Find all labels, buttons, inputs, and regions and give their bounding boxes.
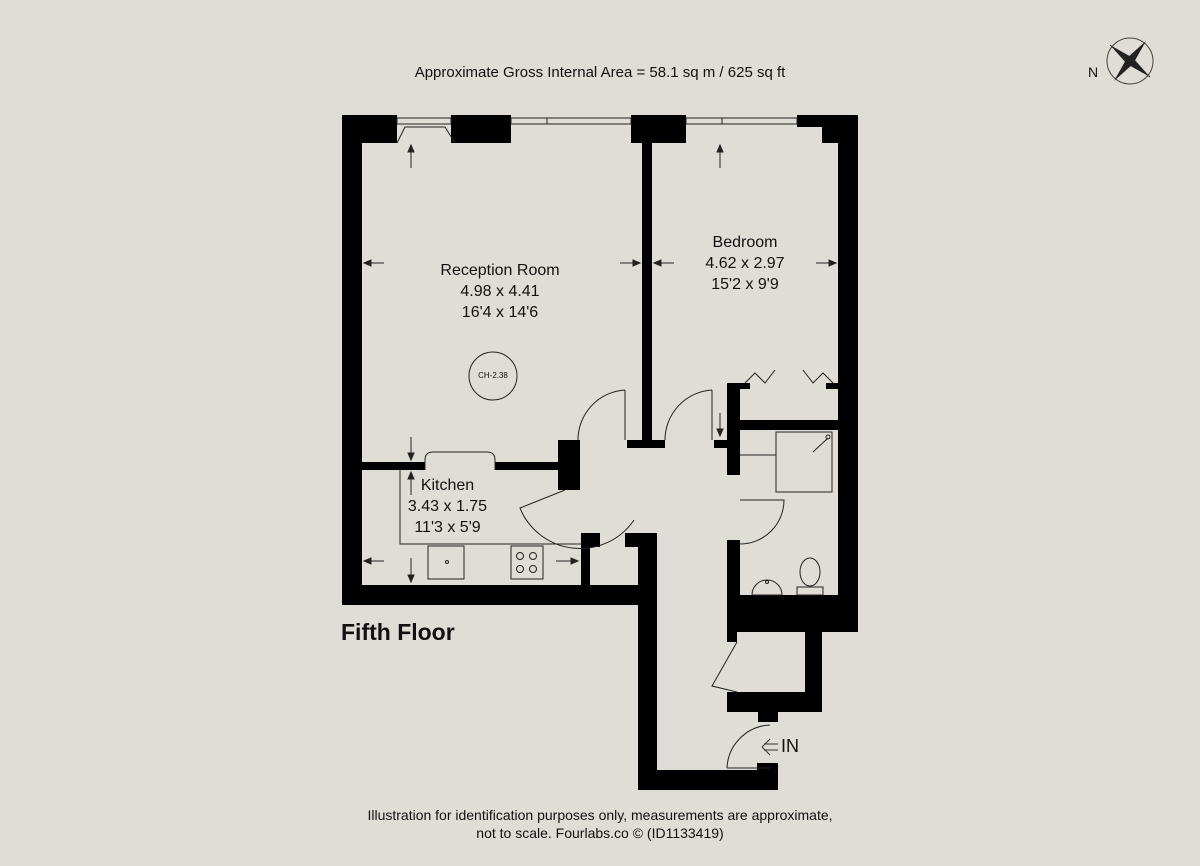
room-label-bedroom: Bedroom 4.62 x 2.97 15'2 x 9'9 [665,232,825,295]
room-label-reception: Reception Room 4.98 x 4.41 16'4 x 14'6 [400,260,600,323]
room-imperial: 11'3 x 5'9 [414,519,481,536]
dimension-arrows [362,143,838,584]
gross-area-label: Approximate Gross Internal Area = 58.1 s… [414,64,786,81]
room-label-kitchen: Kitchen 3.43 x 1.75 11'3 x 5'9 [385,475,510,538]
ceiling-height-label: CH-2.38 [478,371,508,380]
room-metric: 4.62 x 2.97 [705,255,785,272]
room-imperial: 16'4 x 14'6 [461,304,539,321]
room-name: Reception Room [440,262,560,279]
walls [342,115,858,790]
disclaimer-line-1: Illustration for identification purposes… [367,807,833,823]
compass-rose-icon [1106,37,1154,85]
entrance-arrow-icon [761,738,778,756]
disclaimer-line-2: not to scale. Fourlabs.co © (ID1133419) [476,825,724,841]
disclaimer: Illustration for identification purposes… [0,806,1200,842]
entrance-label: IN [781,736,799,756]
room-name: Bedroom [712,234,778,251]
room-metric: 3.43 x 1.75 [407,498,488,515]
fixtures [396,117,834,769]
room-metric: 4.98 x 4.41 [460,283,540,300]
compass-north-label: N [1088,64,1099,80]
floor-label: Fifth Floor [341,619,455,645]
room-name: Kitchen [420,477,475,494]
room-imperial: 15'2 x 9'9 [711,276,779,293]
